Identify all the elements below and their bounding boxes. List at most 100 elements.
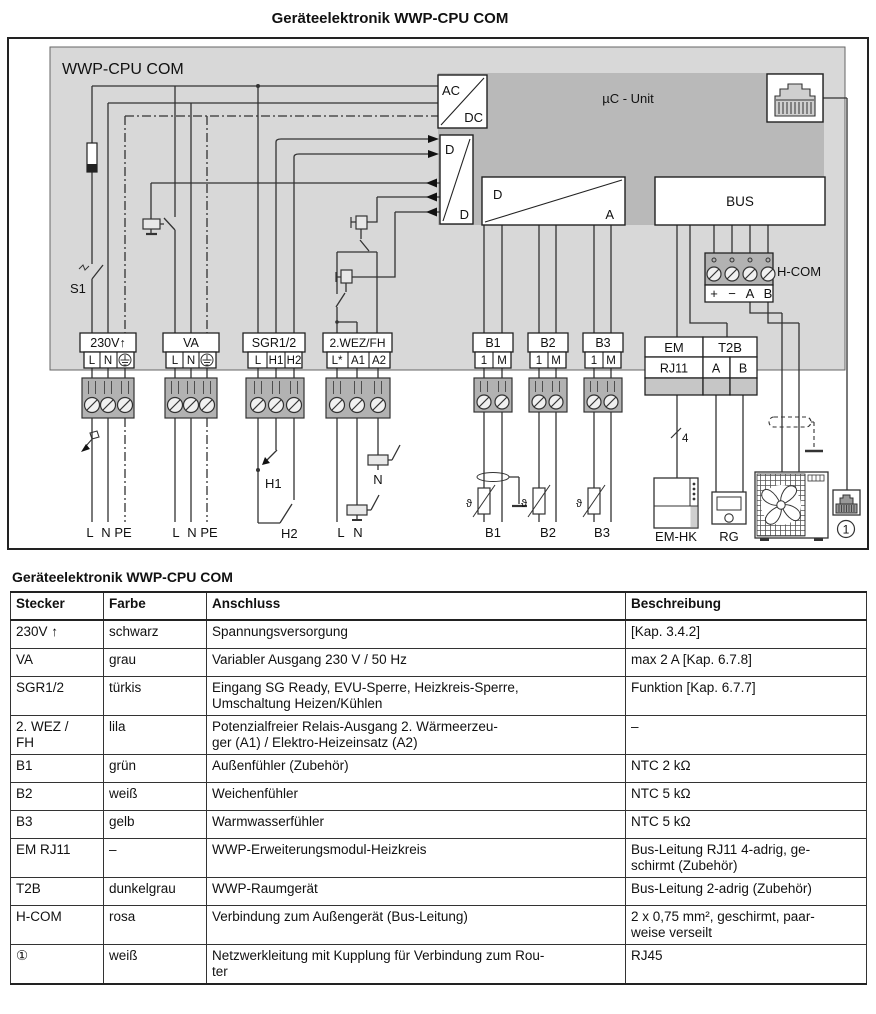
svg-text:EM: EM	[664, 340, 684, 355]
table-cell: SGR1/2	[10, 676, 104, 716]
svg-text:B1: B1	[485, 525, 501, 540]
svg-text:1: 1	[481, 355, 487, 367]
svg-text:2.WEZ/FH: 2.WEZ/FH	[330, 336, 386, 350]
table-cell: H-COM	[10, 905, 104, 945]
connector-em-t2b: EM T2B RJ11 A B	[644, 336, 758, 396]
svg-text:L: L	[172, 355, 179, 367]
table-cell: Netzwerkleitung mit Kupplung für Verbind…	[206, 944, 626, 985]
relay-coil-icon	[142, 183, 161, 236]
svg-text:L*: L*	[332, 355, 343, 367]
svg-text:D: D	[445, 142, 454, 157]
table-heading: Geräteelektronik WWP-CPU COM	[12, 569, 233, 585]
table-cell: Potenzialfreier Relais-Ausgang 2. Wärmee…	[206, 715, 626, 755]
table-cell: T2B	[10, 877, 104, 906]
table-cell: schwarz	[103, 619, 207, 649]
table-cell: Funktion [Kap. 6.7.7]	[625, 676, 867, 716]
fan-icon	[761, 485, 801, 525]
relay-coil-icon	[346, 504, 368, 521]
svg-text:−: −	[728, 286, 736, 301]
svg-text:A2: A2	[372, 355, 386, 367]
four-wire-marker: 4	[670, 427, 689, 445]
da-converter: D A	[481, 176, 626, 226]
table-cell: gelb	[103, 810, 207, 839]
table-cell: Eingang SG Ready, EVU-Sperre, Heizkreis-…	[206, 676, 626, 716]
svg-text:1: 1	[536, 355, 542, 367]
svg-text:L: L	[89, 355, 96, 367]
svg-text:L: L	[86, 525, 93, 540]
table-cell: NTC 2 kΩ	[625, 754, 867, 783]
svg-text:N: N	[353, 525, 362, 540]
wires	[91, 85, 848, 524]
svg-text:M: M	[497, 355, 507, 367]
earth-icon	[200, 353, 214, 367]
signal-arrowheads	[262, 135, 439, 465]
connector-230v: 230V↑ L N	[79, 332, 137, 369]
table-cell: 2. WEZ / FH	[10, 715, 104, 755]
svg-text:H2: H2	[287, 355, 302, 367]
svg-text:AC: AC	[442, 83, 460, 98]
table-cell: B1	[10, 754, 104, 783]
svg-text:S1: S1	[70, 281, 86, 296]
svg-text:N: N	[104, 355, 112, 367]
pe-wires	[124, 115, 438, 522]
svg-text:RJ11: RJ11	[660, 362, 688, 376]
page-title: Geräteelektronik WWP-CPU COM	[272, 10, 509, 27]
svg-text:H2: H2	[281, 526, 298, 541]
bottom-wire-labels: L N PE L N PE H1 H2 L N B1 B2 B3	[86, 476, 610, 541]
table-cell: –	[103, 838, 207, 878]
connector-sgr12: SGR1/2 L H1 H2	[242, 332, 306, 369]
table-cell: –	[625, 715, 867, 755]
switch-s1-icon: S1	[70, 264, 90, 296]
svg-text:N: N	[187, 355, 195, 367]
hcom-label: H-COM	[777, 264, 821, 279]
table-cell: Verbindung zum Außengerät (Bus-Leitung)	[206, 905, 626, 945]
svg-text:+: +	[710, 286, 718, 301]
screw-terminal-icon	[706, 266, 776, 282]
svg-text:L: L	[172, 525, 179, 540]
svg-text:H1: H1	[265, 476, 282, 491]
connector-table: Stecker Farbe Anschluss Beschreibung 230…	[10, 591, 867, 985]
table-cell: EM RJ11	[10, 838, 104, 878]
acdc-converter: AC DC	[437, 74, 488, 129]
bus-block: BUS	[654, 176, 826, 226]
connector-b2: B2 1 M	[527, 332, 569, 369]
terminal-block	[81, 377, 623, 419]
svg-text:B1: B1	[485, 336, 500, 350]
svg-text:PE: PE	[200, 525, 218, 540]
callout-1-badge: 1	[836, 519, 856, 539]
theta-symbol: ϑ	[576, 498, 582, 510]
svg-text:B: B	[764, 286, 773, 301]
svg-text:D: D	[460, 207, 469, 222]
svg-text:N: N	[101, 525, 110, 540]
table-cell: lila	[103, 715, 207, 755]
mains-arrow-icon	[81, 430, 100, 452]
table-cell: Spannungsversorgung	[206, 619, 626, 649]
theta-symbol: ϑ	[466, 498, 472, 510]
svg-text:A: A	[712, 362, 721, 376]
table-cell: WWP-Raumgerät	[206, 877, 626, 906]
table-cell: NTC 5 kΩ	[625, 810, 867, 839]
column-header-beschreibung: Beschreibung	[625, 591, 867, 621]
column-header-stecker: Stecker	[10, 591, 104, 621]
dd-converter: D D	[439, 134, 474, 225]
hcom-terminal: + − A B H-COM	[704, 252, 821, 303]
connector-va: VA L N	[162, 332, 220, 369]
svg-text:L: L	[337, 525, 344, 540]
svg-text:B: B	[739, 362, 747, 376]
table-cell: VA	[10, 648, 104, 677]
wiring-diagram: Geräteelektronik WWP-CPU COM WWP-CPU COM…	[7, 10, 869, 550]
svg-text:M: M	[606, 355, 616, 367]
rg-controller-icon	[711, 491, 747, 525]
board-label: WWP-CPU COM	[62, 61, 184, 78]
svg-text:B2: B2	[540, 336, 555, 350]
svg-text:T2B: T2B	[718, 340, 742, 355]
earth-icon	[118, 353, 132, 367]
heat-pump-icon	[754, 471, 829, 541]
svg-text:B2: B2	[540, 525, 556, 540]
shield-icon	[476, 472, 510, 482]
